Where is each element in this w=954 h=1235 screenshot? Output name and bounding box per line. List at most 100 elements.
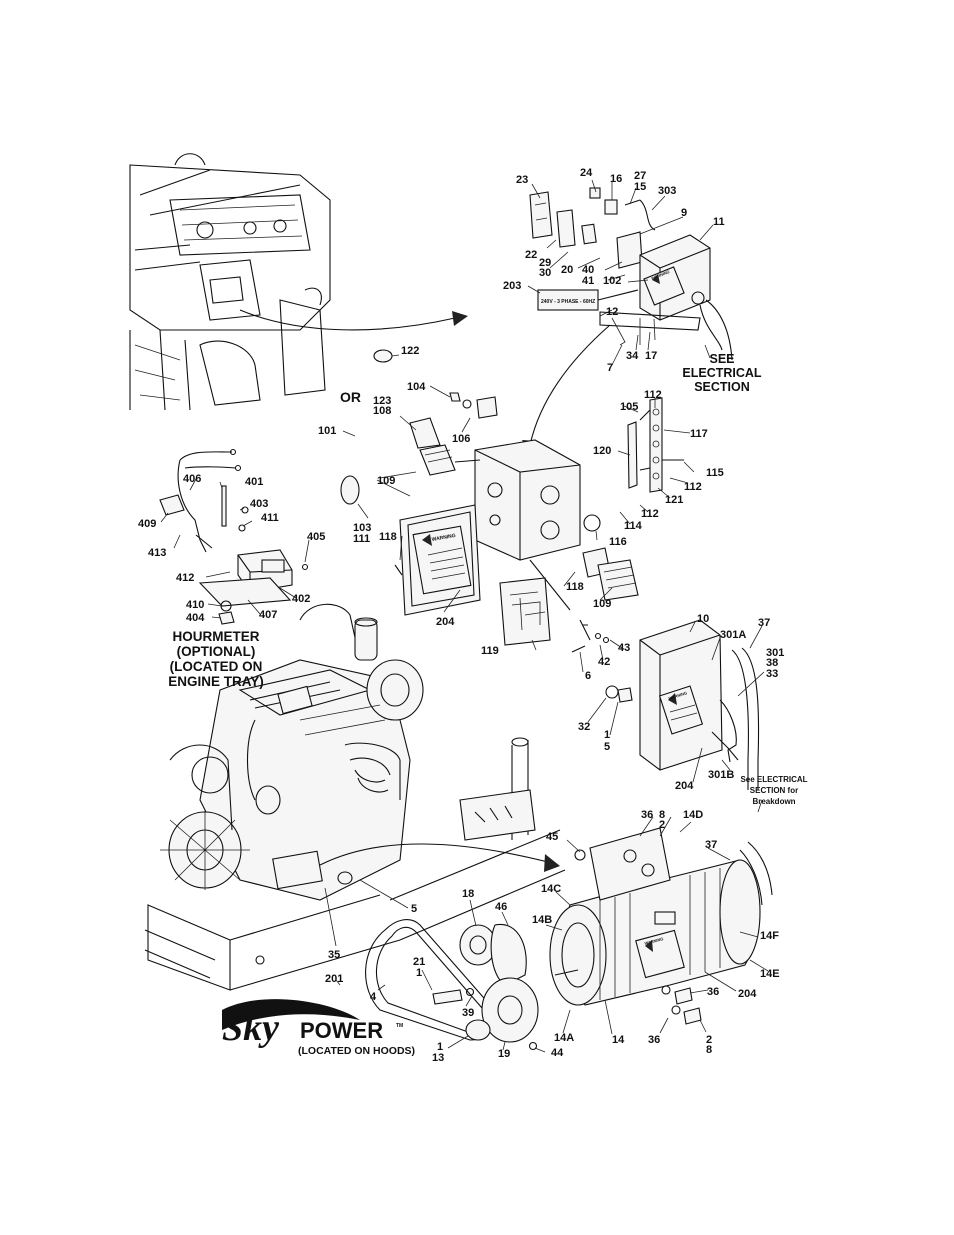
label-103: 103 [353,522,371,534]
label-16: 16 [610,173,622,185]
label-36-a: 36 [641,809,653,821]
label-10: 10 [697,613,709,625]
label-30: 30 [539,267,551,279]
label-5-b: 5 [411,903,417,915]
frame [144,737,566,991]
label-37-a: 37 [758,617,770,629]
label-403: 403 [250,498,268,510]
label-45: 45 [546,831,558,843]
label-14: 14 [612,1034,625,1046]
logo-note-text: (LOCATED ON HOODS) [298,1045,415,1057]
warning-text-box: WARNING [651,269,671,281]
see-electrical-line-2: ELECTRICAL [682,366,762,380]
hourmeter-note-line-1: HOURMETER [173,629,260,644]
skypower-logo: Sky POWER TM (LOCATED ON HOODS) [222,999,415,1057]
label-46: 46 [495,901,507,913]
label-106: 106 [452,433,470,445]
label-14E: 14E [760,968,780,980]
label-9: 9 [681,207,687,219]
label-1-b: 1 [416,967,422,979]
label-36-c: 36 [648,1034,660,1046]
label-14A: 14A [554,1032,574,1044]
label-204-a: 204 [436,616,455,628]
platform-machinery [129,153,468,411]
label-111: 111 [353,533,370,545]
label-412: 412 [176,572,194,584]
label-13: 13 [432,1052,444,1064]
label-301B: 301B [708,769,734,781]
label-121: 121 [665,494,683,506]
label-29: 29 [539,257,551,269]
label-7: 7 [607,362,613,374]
label-17: 17 [645,350,657,362]
label-108: 108 [373,405,391,417]
label-409: 409 [138,518,156,530]
generator [549,827,773,1025]
label-203: 203 [503,280,521,292]
label-109-b: 109 [593,598,611,610]
label-14F: 14F [760,930,779,942]
electrical-box-assembly: 240V - 3 PHASE - 60HZ [522,187,733,455]
logo-tm-text: TM [396,1023,403,1029]
label-119: 119 [481,645,499,657]
label-410: 410 [186,599,204,611]
warning-text-junction: WARNING [431,533,456,543]
label-19: 19 [498,1048,510,1060]
label-24: 24 [580,167,593,179]
belt-drive [365,919,539,1051]
label-201: 201 [325,973,343,985]
label-18: 18 [462,888,474,900]
part-labels: 23 24 16 27 15 303 9 11 22 29 30 20 40 4… [138,167,784,1064]
label-109-a: 109 [377,475,395,487]
label-1-a: 1 [604,729,610,741]
label-15: 15 [634,181,646,193]
label-4: 4 [370,991,377,1003]
label-301A: 301A [720,629,746,641]
leader-lines [160,179,769,1053]
label-406: 406 [183,473,201,485]
label-23: 23 [516,174,528,186]
label-12: 12 [606,306,618,318]
label-37-b: 37 [705,839,717,851]
label-1-c: 1 [437,1041,443,1053]
see-electrical-small-line-1: See ELECTRICAL [740,775,807,784]
hourmeter-note-line-2: (OPTIONAL) [177,644,256,659]
label-36-b: 36 [707,986,719,998]
hourmeter-note-line-4: ENGINE TRAY) [168,674,264,689]
label-2-a: 2 [659,819,665,831]
label-8-b: 8 [706,1044,712,1056]
label-413: 413 [148,547,166,559]
label-401: 401 [245,476,263,488]
junction-box [340,349,684,653]
label-27: 27 [634,170,646,182]
label-204-b: 204 [675,780,694,792]
label-112-c: 112 [641,508,659,520]
label-123: 123 [373,395,391,407]
label-34: 34 [626,350,639,362]
hourmeter-note-line-3: (LOCATED ON [170,659,263,674]
label-120: 120 [593,445,611,457]
or-text: OR [340,389,361,405]
label-5-a: 5 [604,741,610,753]
label-204-c: 204 [738,988,757,1000]
label-411: 411 [261,512,279,524]
label-14D: 14D [683,809,703,821]
label-41: 41 [582,275,594,287]
logo-power-text: POWER [300,1018,383,1043]
label-404: 404 [186,612,205,624]
warning-text-generator: WARNING [644,936,664,946]
label-104: 104 [407,381,426,393]
label-112-a: 112 [644,389,662,401]
label-117: 117 [690,428,708,440]
label-14C: 14C [541,883,561,895]
label-33: 33 [766,668,778,680]
label-32: 32 [578,721,590,733]
label-42: 42 [598,656,610,668]
label-118-a: 118 [379,531,397,543]
label-105: 105 [620,401,638,413]
label-6: 6 [585,670,591,682]
label-303: 303 [658,185,676,197]
label-40: 40 [582,264,594,276]
